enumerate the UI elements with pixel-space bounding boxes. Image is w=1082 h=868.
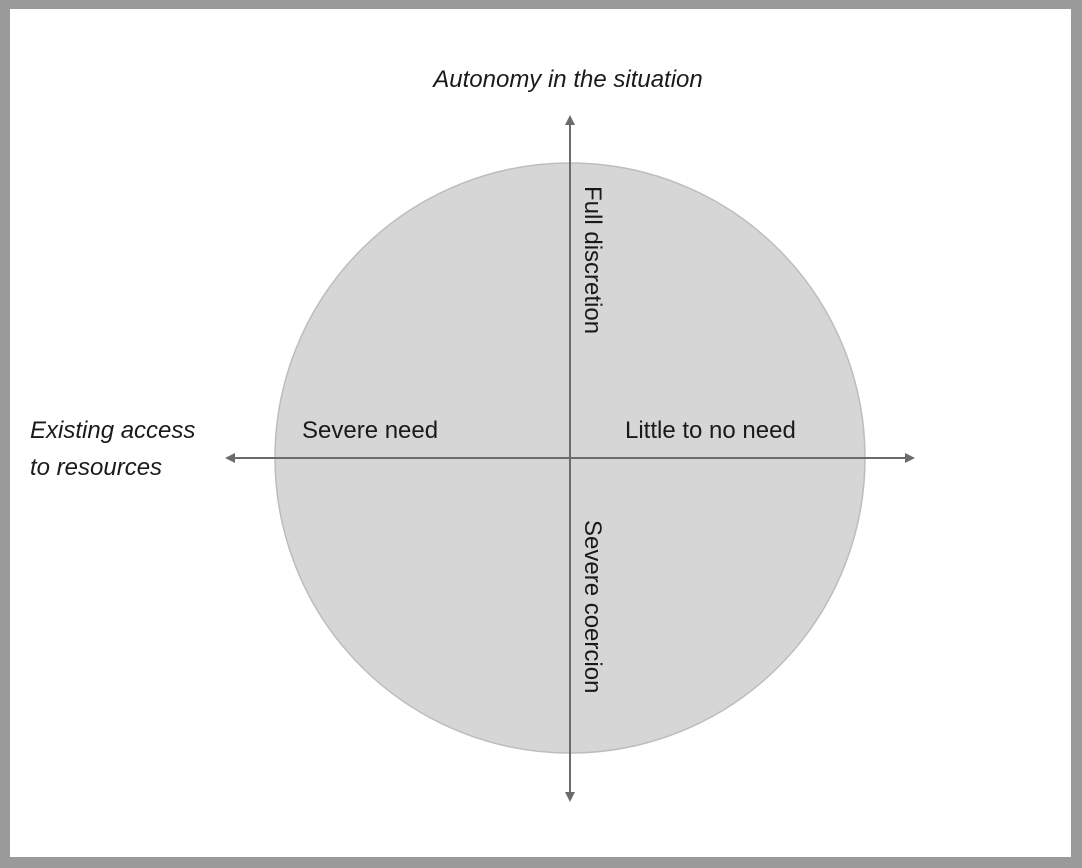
top-axis-label: Autonomy in the situation <box>431 66 703 93</box>
left-axis-label-line1: Existing access <box>30 417 195 444</box>
right-quadrant-label: Little to no need <box>625 417 796 444</box>
vertical-bottom-label: Severe coercion <box>579 520 606 693</box>
vertical-top-label: Full discretion <box>579 186 606 334</box>
left-axis-label-line2: to resources <box>30 454 162 481</box>
left-quadrant-label: Severe need <box>302 417 438 444</box>
